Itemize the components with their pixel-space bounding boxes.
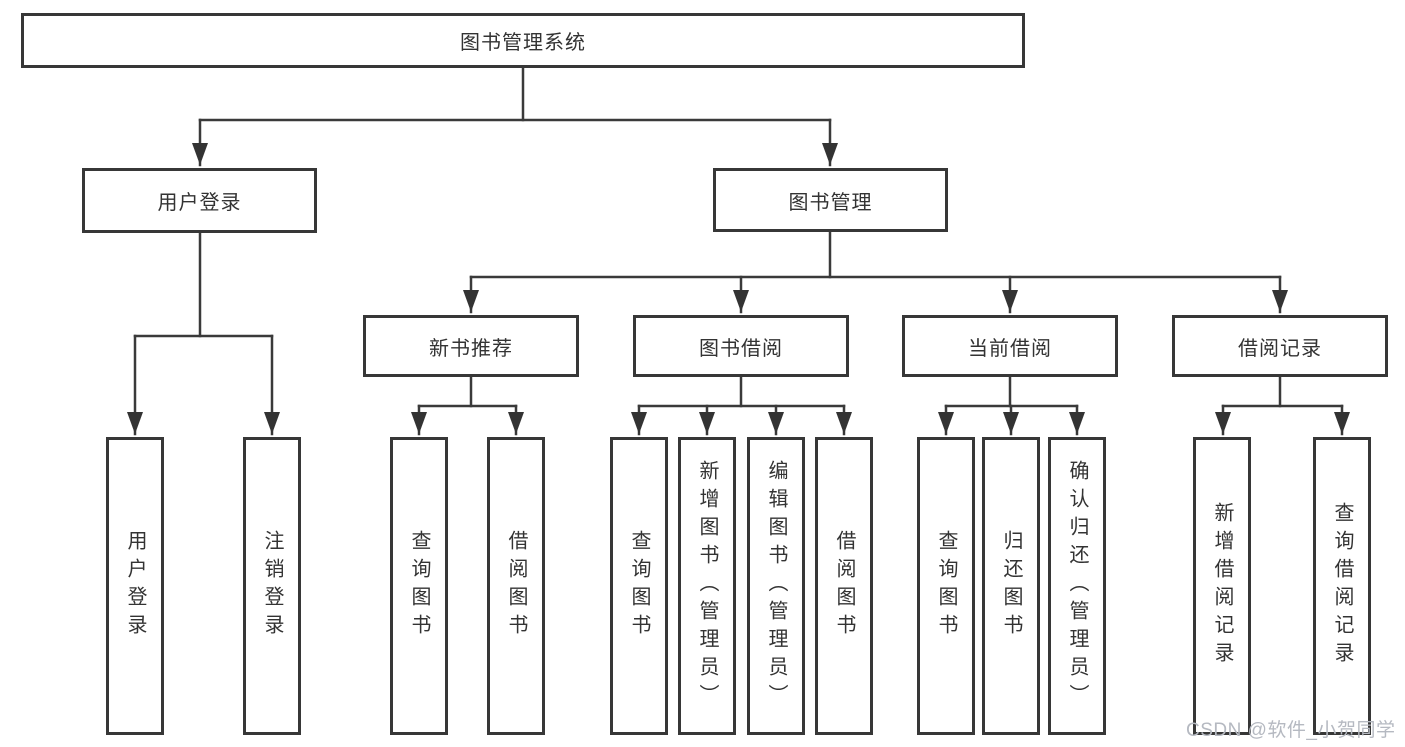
node-borrowing-records: 借阅记录	[1172, 315, 1388, 377]
leaf-return-book: 归还图书	[982, 437, 1040, 735]
node-new-book-recommend: 新书推荐	[363, 315, 579, 377]
node-label: 借阅图书	[833, 530, 855, 642]
node-label: 用户登录	[157, 192, 242, 214]
node-label: 新书推荐	[429, 337, 513, 360]
watermark: CSDN @软件_小贺同学	[1186, 720, 1396, 741]
leaf-query-books-recommend: 查询图书	[390, 437, 448, 735]
node-label: 归还图书	[1000, 530, 1022, 642]
leaf-borrow-books-borrowing: 借阅图书	[815, 437, 873, 735]
node-current-borrowing: 当前借阅	[902, 315, 1118, 377]
node-book-borrowing: 图书借阅	[633, 315, 849, 377]
node-label: 借阅图书	[505, 530, 527, 642]
node-label: 编辑图书（管理员）	[765, 460, 787, 712]
leaf-query-borrow-record: 查询借阅记录	[1313, 437, 1371, 735]
node-label: 图书管理系统	[460, 32, 586, 54]
leaf-query-books-borrowing: 查询图书	[610, 437, 668, 735]
leaf-logout: 注销登录	[243, 437, 301, 735]
node-label: 注销登录	[261, 530, 283, 642]
leaf-confirm-return-admin: 确认归还（管理员）	[1048, 437, 1106, 735]
node-label: 查询图书	[935, 530, 957, 642]
node-book-management: 图书管理	[713, 168, 948, 232]
node-label: 借阅记录	[1238, 337, 1322, 360]
node-user-login: 用户登录	[82, 168, 317, 233]
node-label: 确认归还（管理员）	[1066, 460, 1088, 712]
leaf-add-book-admin: 新增图书（管理员）	[678, 437, 736, 735]
leaf-add-borrow-record: 新增借阅记录	[1193, 437, 1251, 735]
node-label: 查询借阅记录	[1331, 502, 1353, 670]
node-root: 图书管理系统	[21, 13, 1025, 68]
node-label: 图书借阅	[699, 337, 783, 360]
node-label: 当前借阅	[968, 337, 1052, 360]
node-label: 用户登录	[124, 530, 146, 642]
node-label: 图书管理	[788, 191, 873, 214]
leaf-borrow-books-recommend: 借阅图书	[487, 437, 545, 735]
node-label: 查询图书	[628, 530, 650, 642]
leaf-user-login: 用户登录	[106, 437, 164, 735]
node-label: 新增图书（管理员）	[696, 460, 718, 712]
node-label: 查询图书	[408, 530, 430, 642]
leaf-query-books-current: 查询图书	[917, 437, 975, 735]
node-label: 新增借阅记录	[1211, 502, 1233, 670]
leaf-edit-book-admin: 编辑图书（管理员）	[747, 437, 805, 735]
